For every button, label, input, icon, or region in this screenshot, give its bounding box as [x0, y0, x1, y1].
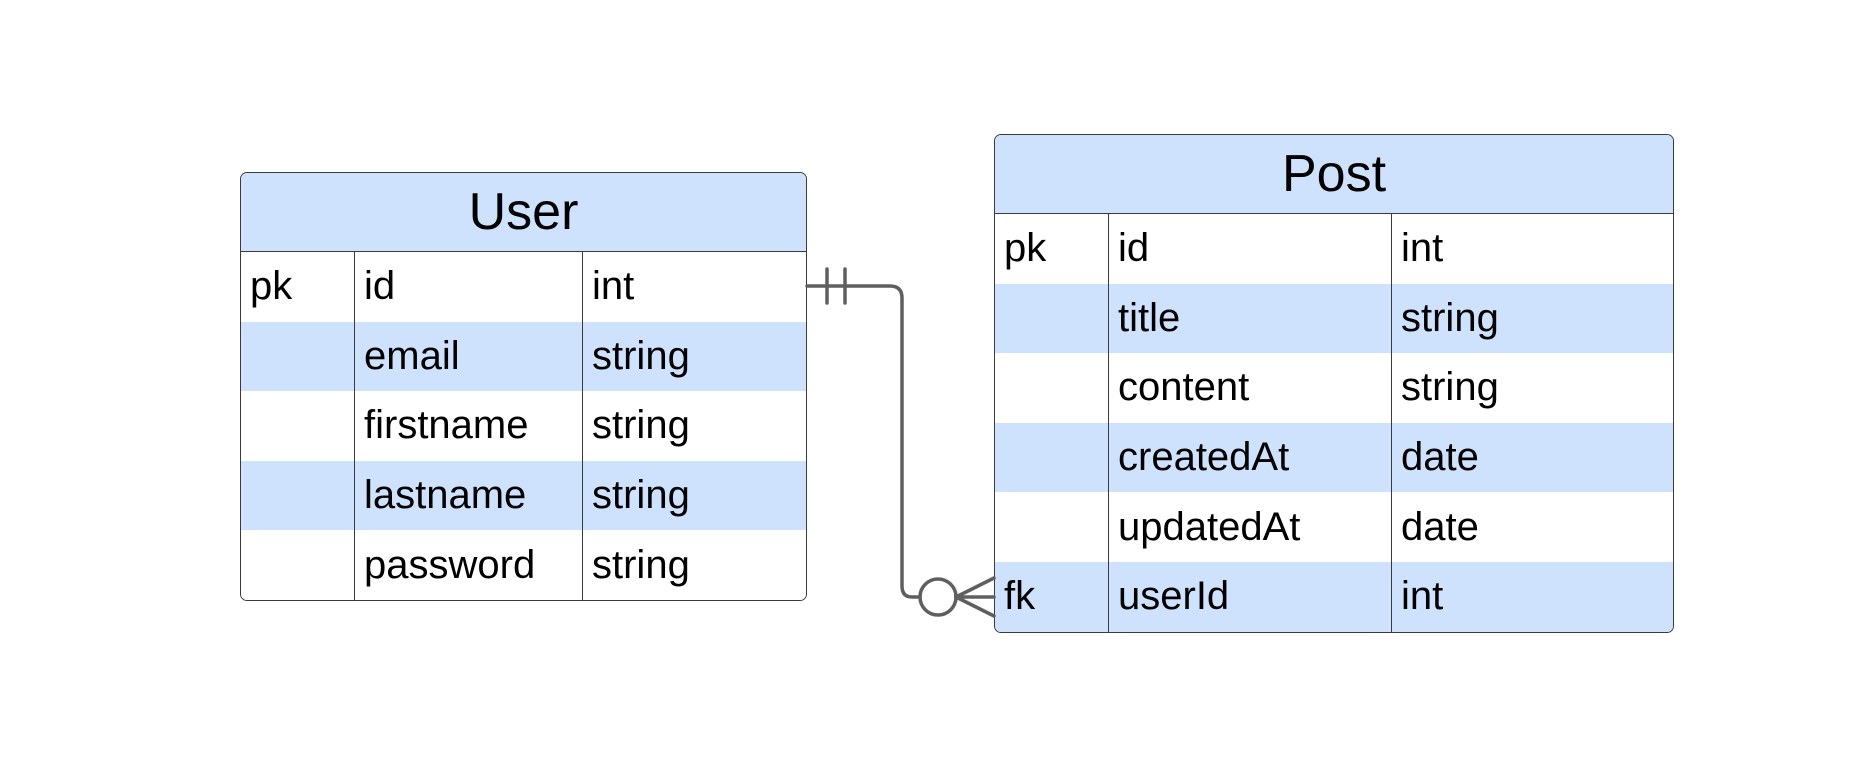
field-cell: id: [354, 252, 582, 322]
field-cell: createdAt: [1108, 422, 1391, 493]
table-row[interactable]: content string: [995, 353, 1673, 423]
table-row[interactable]: pk id int: [995, 214, 1673, 284]
type-cell: int: [582, 252, 806, 322]
type-cell: string: [582, 391, 806, 461]
type-cell: int: [1391, 214, 1673, 284]
type-cell: string: [1391, 353, 1673, 423]
key-cell: [241, 322, 354, 392]
key-cell: [241, 391, 354, 461]
type-cell: string: [582, 460, 806, 531]
table-row[interactable]: email string: [241, 321, 806, 392]
table-row[interactable]: pk id int: [241, 252, 806, 322]
key-cell: [241, 461, 354, 531]
field-cell: content: [1108, 353, 1391, 423]
field-cell: title: [1108, 283, 1391, 354]
field-cell: email: [354, 321, 582, 392]
entity-title: User: [241, 173, 806, 252]
key-cell: pk: [1004, 226, 1047, 271]
key-cell: fk: [1004, 574, 1036, 619]
type-cell: string: [1391, 283, 1673, 354]
type-cell: date: [1391, 492, 1673, 562]
entity-title: Post: [995, 135, 1673, 214]
field-cell: updatedAt: [1108, 492, 1391, 562]
type-cell: string: [582, 530, 806, 600]
crowfoot-icon: [954, 595, 996, 618]
table-row[interactable]: password string: [241, 530, 806, 600]
field-cell: firstname: [354, 391, 582, 461]
table-row[interactable]: title string: [995, 283, 1673, 354]
type-cell: int: [1391, 561, 1673, 632]
field-cell: lastname: [354, 460, 582, 531]
key-cell: [241, 530, 354, 600]
post-entity[interactable]: Post pk id int title string content stri…: [994, 134, 1674, 633]
zero-optional-circle-icon: [918, 577, 958, 617]
table-row[interactable]: fk userId int: [995, 561, 1673, 632]
user-entity[interactable]: User pk id int email string firstname st…: [240, 172, 807, 601]
field-cell: password: [354, 530, 582, 600]
table-row[interactable]: createdAt date: [995, 422, 1673, 493]
type-cell: string: [582, 321, 806, 392]
key-cell: [995, 284, 1108, 354]
table-row[interactable]: updatedAt date: [995, 492, 1673, 562]
table-row[interactable]: lastname string: [241, 460, 806, 531]
table-row[interactable]: firstname string: [241, 391, 806, 461]
entity-rows: pk id int title string content string cr…: [995, 214, 1673, 632]
type-cell: date: [1391, 422, 1673, 493]
key-cell: [995, 353, 1108, 423]
field-cell: id: [1108, 214, 1391, 284]
entity-rows: pk id int email string firstname string …: [241, 252, 806, 600]
relationship-line: [805, 284, 922, 599]
key-cell: pk: [250, 264, 293, 309]
key-cell: [995, 492, 1108, 562]
field-cell: userId: [1108, 561, 1391, 632]
key-cell: [995, 423, 1108, 493]
crowfoot-icon: [954, 576, 996, 599]
